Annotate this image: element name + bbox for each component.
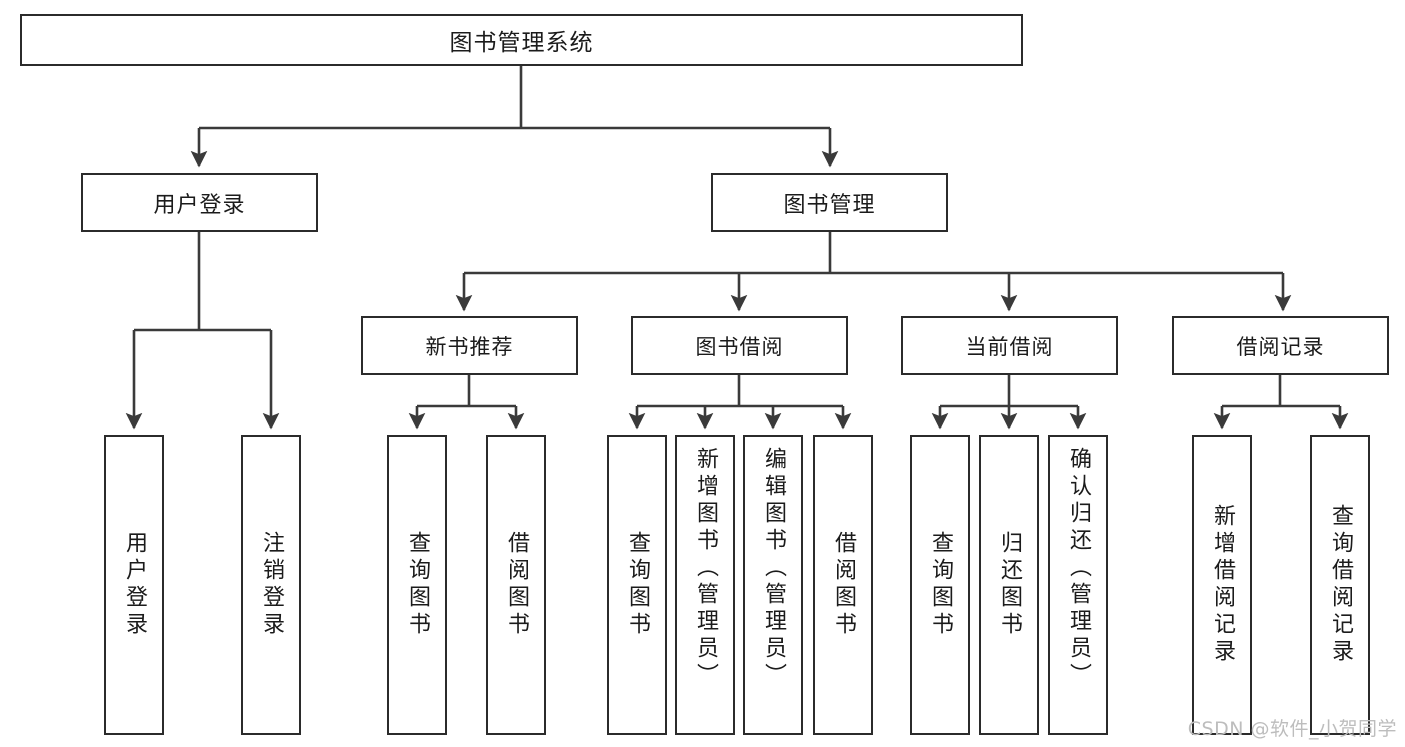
node-leaf-query-borrow-record-label: 查询借阅记录 [1328, 504, 1353, 666]
node-leaf-edit-book-admin-label: 编辑图书（管理员） [761, 447, 786, 690]
node-root-label: 图书管理系统 [449, 30, 594, 56]
node-leaf-query-book-rec-label: 查询图书 [405, 531, 430, 639]
node-leaf-return-book-label: 归还图书 [997, 531, 1022, 639]
node-leaf-query-borrow-record[interactable]: 查询借阅记录 [1310, 435, 1370, 735]
node-leaf-query-book-cb[interactable]: 查询图书 [910, 435, 970, 735]
node-user-login[interactable]: 用户登录 [81, 173, 318, 232]
node-root[interactable]: 图书管理系统 [20, 14, 1023, 66]
node-leaf-user-login-label: 用户登录 [122, 531, 147, 639]
node-book-borrow-label: 图书借阅 [695, 334, 784, 359]
node-leaf-user-login[interactable]: 用户登录 [104, 435, 164, 735]
node-leaf-edit-book-admin[interactable]: 编辑图书（管理员） [743, 435, 803, 735]
node-leaf-add-book-admin-label: 新增图书（管理员） [693, 447, 718, 690]
node-leaf-borrow-book-rec[interactable]: 借阅图书 [486, 435, 546, 735]
node-leaf-add-borrow-record-label: 新增借阅记录 [1210, 504, 1235, 666]
node-leaf-borrow-book-br[interactable]: 借阅图书 [813, 435, 873, 735]
node-leaf-query-book-cb-label: 查询图书 [928, 531, 953, 639]
node-leaf-confirm-return-label: 确认归还（管理员） [1066, 447, 1091, 690]
node-book-borrow[interactable]: 图书借阅 [631, 316, 848, 375]
node-borrow-record[interactable]: 借阅记录 [1172, 316, 1389, 375]
node-new-book-rec-label: 新书推荐 [425, 334, 514, 359]
node-leaf-user-logout[interactable]: 注销登录 [241, 435, 301, 735]
node-leaf-query-book-br-label: 查询图书 [625, 531, 650, 639]
node-book-manage-label: 图书管理 [783, 192, 876, 218]
node-leaf-return-book[interactable]: 归还图书 [979, 435, 1039, 735]
node-book-manage[interactable]: 图书管理 [711, 173, 948, 232]
node-borrow-record-label: 借阅记录 [1236, 334, 1325, 359]
node-user-login-label: 用户登录 [153, 192, 246, 218]
node-leaf-borrow-book-rec-label: 借阅图书 [504, 531, 529, 639]
node-leaf-query-book-br[interactable]: 查询图书 [607, 435, 667, 735]
node-leaf-add-borrow-record[interactable]: 新增借阅记录 [1192, 435, 1252, 735]
node-current-borrow-label: 当前借阅 [965, 334, 1054, 359]
node-leaf-query-book-rec[interactable]: 查询图书 [387, 435, 447, 735]
node-leaf-confirm-return[interactable]: 确认归还（管理员） [1048, 435, 1108, 735]
node-leaf-add-book-admin[interactable]: 新增图书（管理员） [675, 435, 735, 735]
node-current-borrow[interactable]: 当前借阅 [901, 316, 1118, 375]
node-new-book-rec[interactable]: 新书推荐 [361, 316, 578, 375]
watermark-text: CSDN @软件_小贺同学 [1187, 718, 1397, 740]
node-leaf-user-logout-label: 注销登录 [259, 531, 284, 639]
node-leaf-borrow-book-br-label: 借阅图书 [831, 531, 856, 639]
